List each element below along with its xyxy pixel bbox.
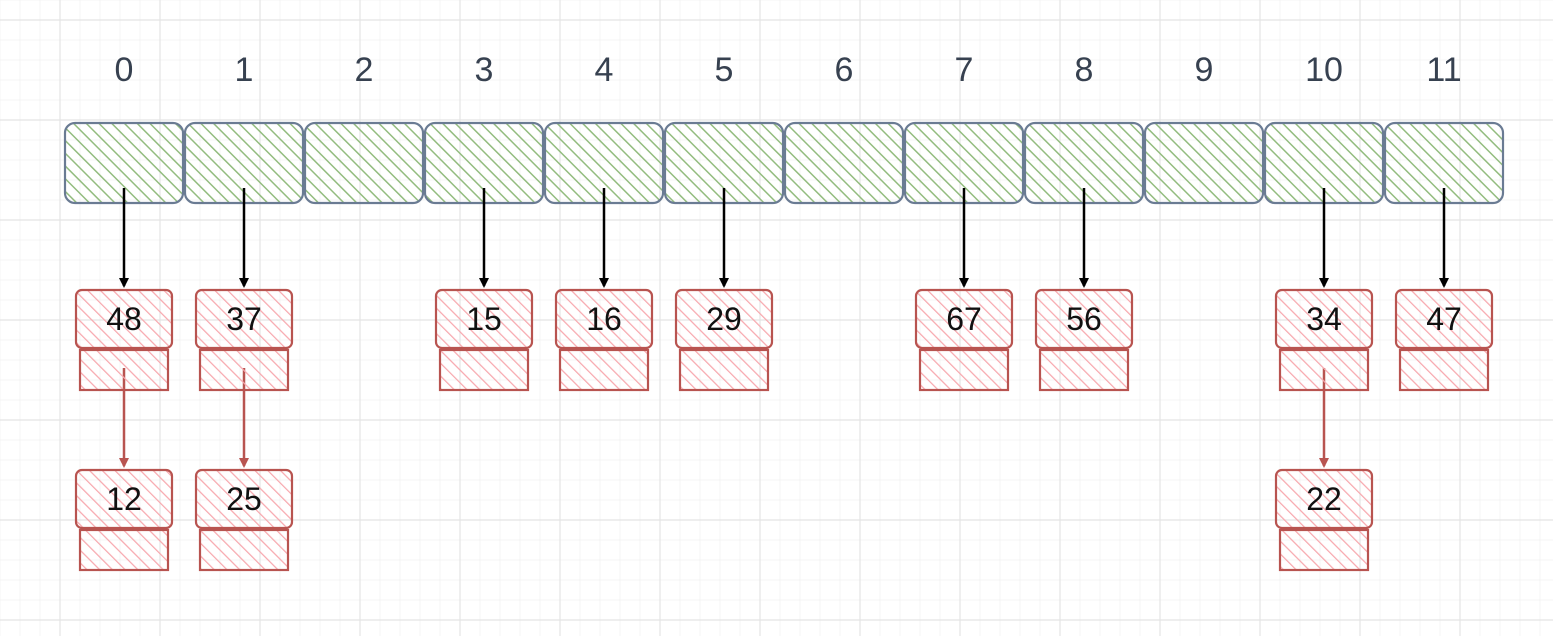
chain-node-25: 25 <box>194 468 294 572</box>
node-value-box <box>1034 288 1134 350</box>
node-next-pointer-box <box>1038 348 1130 392</box>
node-value-25: 25 <box>226 481 262 517</box>
bucket-cell-9 <box>1143 121 1265 205</box>
bucket-array <box>63 121 1505 205</box>
chain-node-47: 47 <box>1394 288 1494 392</box>
node-value-box <box>1274 468 1374 530</box>
node-value-34: 34 <box>1306 301 1342 337</box>
node-value-22: 22 <box>1306 481 1342 517</box>
node-value-box <box>434 288 534 350</box>
node-value-box <box>74 288 174 350</box>
node-value-box <box>1274 288 1374 350</box>
index-label-11: 11 <box>1426 51 1461 89</box>
chain-node-22: 22 <box>1274 468 1374 572</box>
node-value-16: 16 <box>586 301 622 337</box>
node-value-box <box>1394 288 1494 350</box>
node-value-box <box>554 288 654 350</box>
bucket-cell-6 <box>783 121 905 205</box>
index-label-7: 7 <box>955 51 974 89</box>
node-value-47: 47 <box>1426 301 1462 337</box>
chain-nodes: 48 12 37 25 15 16 29 67 56 34 22 47 <box>74 288 1494 572</box>
arrows <box>119 188 1449 468</box>
node-next-pointer-box <box>1398 348 1490 392</box>
node-next-pointer-box <box>198 528 290 572</box>
node-next-pointer-box <box>78 348 170 392</box>
index-label-8: 8 <box>1075 51 1094 89</box>
node-value-box <box>674 288 774 350</box>
index-label-3: 3 <box>475 51 494 89</box>
node-value-67: 67 <box>946 301 982 337</box>
node-next-pointer-box <box>78 528 170 572</box>
index-label-9: 9 <box>1195 51 1214 89</box>
index-label-1: 1 <box>235 51 254 89</box>
chain-node-48: 48 <box>74 288 174 392</box>
node-value-15: 15 <box>466 301 502 337</box>
node-value-48: 48 <box>106 301 142 337</box>
node-next-pointer-box <box>558 348 650 392</box>
node-value-box <box>194 288 294 350</box>
chain-node-29: 29 <box>674 288 774 392</box>
node-value-box <box>914 288 1014 350</box>
index-label-6: 6 <box>835 51 854 89</box>
node-next-pointer-box <box>918 348 1010 392</box>
chain-node-56: 56 <box>1034 288 1134 392</box>
chain-node-37: 37 <box>194 288 294 392</box>
index-labels: 0 1 2 3 4 5 6 7 8 9 10 11 <box>115 51 1462 89</box>
index-label-5: 5 <box>715 51 734 89</box>
chain-node-16: 16 <box>554 288 654 392</box>
node-value-37: 37 <box>226 301 262 337</box>
bucket-cell-2 <box>303 121 425 205</box>
chain-node-67: 67 <box>914 288 1014 392</box>
node-value-box <box>194 468 294 530</box>
index-label-4: 4 <box>595 51 614 89</box>
node-value-56: 56 <box>1066 301 1102 337</box>
node-next-pointer-box <box>198 348 290 392</box>
node-next-pointer-box <box>678 348 770 392</box>
node-next-pointer-box <box>1278 348 1370 392</box>
chain-node-15: 15 <box>434 288 534 392</box>
node-next-pointer-box <box>438 348 530 392</box>
node-value-29: 29 <box>706 301 742 337</box>
chain-node-12: 12 <box>74 468 174 572</box>
index-label-10: 10 <box>1305 51 1343 89</box>
index-label-0: 0 <box>115 51 134 89</box>
chain-node-34: 34 <box>1274 288 1374 392</box>
index-label-2: 2 <box>355 51 374 89</box>
node-value-box <box>74 468 174 530</box>
node-value-12: 12 <box>106 481 142 517</box>
node-next-pointer-box <box>1278 528 1370 572</box>
